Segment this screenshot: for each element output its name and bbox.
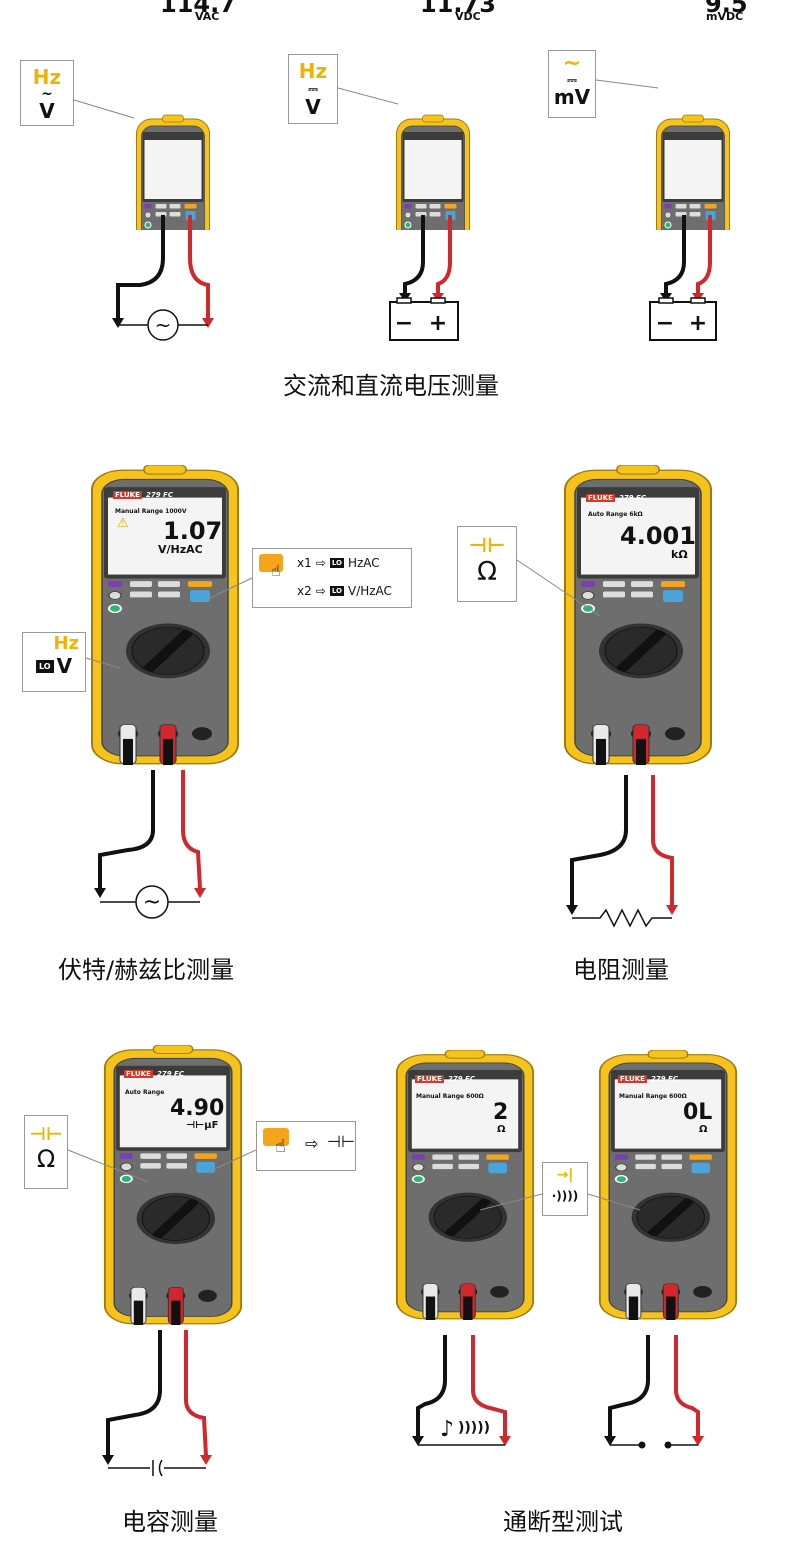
lo-icon: LO bbox=[329, 558, 344, 568]
brand-m4: FLUKE bbox=[113, 491, 142, 499]
brand-m7: FLUKE bbox=[415, 1075, 444, 1083]
model-m8: 279 FC bbox=[651, 1075, 678, 1083]
leader-lines-row3 bbox=[67, 1149, 641, 1211]
caption-continuity: 通断型测试 bbox=[503, 1508, 623, 1536]
brand-m8: FLUKE bbox=[618, 1075, 647, 1083]
reading-m4: 1.07 bbox=[163, 517, 223, 545]
reading-m5: 4.001 bbox=[620, 522, 696, 550]
unit-m1: VAC bbox=[195, 10, 220, 23]
unit-m2: VDC bbox=[455, 10, 481, 23]
orange-button-icon bbox=[263, 1128, 289, 1146]
model-m4: 279 FC bbox=[146, 491, 173, 499]
circuit-resistor bbox=[566, 775, 678, 928]
unit-m4: V/HzAC bbox=[158, 543, 203, 556]
circuit-battery-2: − + bbox=[649, 215, 717, 341]
callout-hz-v-dc: Hz ⎓ V bbox=[288, 54, 338, 124]
brand-m6: FLUKE bbox=[124, 1070, 153, 1078]
callout-hz-v-1: Hz ~ V bbox=[20, 60, 74, 126]
circuit-ac-source: ~ bbox=[112, 215, 214, 341]
screen-header-m5: Auto Range 6kΩ bbox=[588, 511, 643, 518]
callout-cap-ohm-1: ⊣⊢ Ω bbox=[457, 526, 517, 602]
orange-button-icon bbox=[259, 554, 283, 572]
callout-cap-ohm-2: ⊣⊢ Ω bbox=[24, 1115, 68, 1189]
arrow-icon: ⇨ bbox=[315, 584, 326, 598]
circuit-capacitor bbox=[102, 1330, 212, 1477]
capacitor-icon: ⊣⊢ bbox=[327, 1132, 355, 1151]
svg-text:♪: ♪ bbox=[440, 1417, 454, 1442]
model-m6: 279 FC bbox=[157, 1070, 184, 1078]
lo-icon: LO bbox=[35, 659, 54, 673]
model-m7: 279 FC bbox=[448, 1075, 475, 1083]
circuit-continuity-beep: ♪ ))))) bbox=[412, 1335, 511, 1446]
callout-lo-hz-v: Hz LO V bbox=[22, 632, 86, 692]
reading-m6: 4.90 bbox=[170, 1096, 225, 1121]
model-m5: 279 FC bbox=[619, 494, 646, 502]
hand-pointer-icon: ☝ bbox=[271, 561, 281, 580]
caption-volt-hertz: 伏特/赫兹比测量 bbox=[58, 956, 235, 984]
svg-text:~: ~ bbox=[155, 313, 172, 337]
circuit-vhz-source: ~ bbox=[94, 770, 206, 919]
unit-m3: mVDC bbox=[706, 10, 744, 23]
unit-m5: kΩ bbox=[671, 548, 688, 561]
screen-header-m8: Manual Range 600Ω bbox=[619, 1093, 687, 1100]
reading-m7: 2 bbox=[493, 1100, 509, 1125]
arrow-icon: ⇨ bbox=[305, 1134, 319, 1153]
svg-text:+: + bbox=[689, 311, 707, 336]
unit-m6: ⊣⊢μF bbox=[186, 1120, 219, 1131]
unit-m7: Ω bbox=[497, 1124, 506, 1135]
reading-m2: 11.73 bbox=[420, 0, 496, 18]
reading-m3: 9.5 bbox=[705, 0, 748, 18]
caption-capacitance: 电容测量 bbox=[122, 1508, 218, 1536]
svg-text:+: + bbox=[429, 311, 447, 336]
caption-ac-dc-voltage: 交流和直流电压测量 bbox=[283, 372, 499, 400]
leader-lines-row1 bbox=[73, 79, 659, 119]
arrow-icon: ⇨ bbox=[315, 556, 326, 570]
lo-icon: LO bbox=[329, 586, 344, 596]
callout-press-sequence: ☝ x1⇨ LO HzAC x2⇨ LO V/HzAC bbox=[252, 548, 412, 608]
svg-text:−: − bbox=[656, 311, 674, 336]
caption-resistance: 电阻测量 bbox=[573, 956, 669, 984]
screen-header-m7: Manual Range 600Ω bbox=[416, 1093, 484, 1100]
brand-m5: FLUKE bbox=[586, 494, 615, 502]
svg-text:−: − bbox=[395, 311, 413, 336]
warning-icon: ⚠ bbox=[117, 516, 129, 531]
reading-m1: 114.7 bbox=[160, 0, 236, 18]
screen-header-m6: Auto Range bbox=[125, 1089, 165, 1096]
circuit-battery-1: − + bbox=[389, 215, 459, 341]
svg-text:))))): ))))) bbox=[458, 1420, 490, 1436]
hand-pointer-icon: ☝ bbox=[275, 1136, 286, 1157]
leader-lines-row2 bbox=[85, 559, 601, 669]
screen-header-m4: Manual Range 1000V bbox=[115, 508, 187, 515]
callout-diode-continuity: →| ·)))) bbox=[542, 1162, 588, 1216]
unit-m8: Ω bbox=[699, 1124, 708, 1135]
reading-m8: 0L bbox=[683, 1100, 713, 1125]
callout-press-cap: ☝ ⇨ ⊣⊢ bbox=[256, 1121, 356, 1171]
circuit-open bbox=[604, 1335, 704, 1449]
callout-mv: ~ ⎓ mV bbox=[548, 50, 596, 118]
svg-text:~: ~ bbox=[143, 890, 161, 915]
